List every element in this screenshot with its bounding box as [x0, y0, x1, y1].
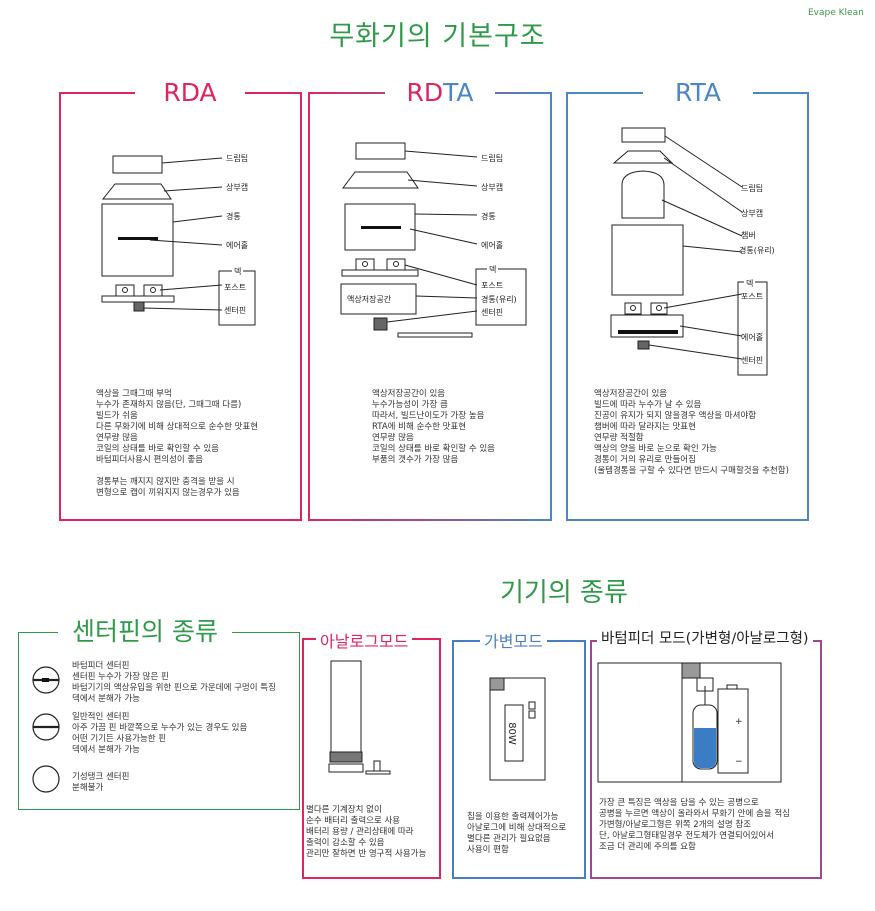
rdta-label-deck: 덱 [487, 264, 499, 275]
rdta-title-ta: TA [443, 78, 474, 107]
rdta-tank-label: 액상저장공간 [347, 295, 392, 304]
device-types-title: 기기의 종류 [500, 578, 628, 608]
rta-label-driptip: 드립팁 [741, 184, 764, 193]
rta-label-centerpin: 센터핀 [741, 356, 764, 365]
rdta-label-chimney: 경통 [481, 212, 496, 221]
rdta-label-driptip: 드립팁 [481, 154, 504, 163]
rdta-label-glass: 경통(유리) [481, 295, 517, 304]
battery-plus-icon: + [735, 717, 743, 727]
rta-label-chamber: 챔버 [741, 231, 756, 240]
rdta-panel [308, 92, 552, 521]
rta-label-post: 포스트 [741, 292, 764, 301]
rda-label-centerpin: 센터핀 [224, 306, 247, 315]
centerpin-title: 센터핀의 종류 [58, 612, 232, 648]
rdta-label-post: 포스트 [481, 281, 504, 290]
rda-description: 액상을 그때그때 부먹 누수가 존재하지 않음(단, 그때그때 다름) 빌드가 … [96, 389, 259, 498]
mech-mod-title: 아날로그모드 [316, 628, 413, 652]
rta-label-glass: 경통(유리) [739, 246, 775, 255]
rdta-label-airhole: 에어홀 [481, 241, 504, 250]
rda-label-driptip: 드립팁 [226, 154, 249, 163]
rda-label-topcap: 상부캡 [226, 183, 249, 192]
vv-mod-title: 가변모드 [480, 628, 547, 652]
centerpin-item-bottomfeeder: 바텀피더 센터핀 센터핀 누수가 가장 많은 핀 바텀기기의 액상유입을 위한 … [72, 661, 276, 704]
rdta-label-topcap: 상부캡 [481, 183, 504, 192]
rdta-description: 액상저장공간이 있음 누수가능성이 가장 큼 따라서, 빌드난이도가 가장 높음… [372, 389, 495, 465]
rdta-label-centerpin: 센터핀 [481, 308, 504, 317]
rta-label-airhole: 에어홀 [741, 333, 764, 342]
mech-mod-description: 별다른 기계장치 없이 순수 배터리 출력으로 사용 배터리 용량 / 관리상태… [306, 805, 427, 859]
page-title: 무화기의 기본구조 [329, 21, 546, 52]
rda-label-airhole: 에어홀 [226, 241, 249, 250]
rta-description: 액상저장공간이 있음 빌드에 따라 누수가 날 수 있음 진공이 유지가 되지 … [594, 389, 789, 476]
bf-mod-title: 바텀피더 모드(가변형/아날로그형) [597, 627, 813, 648]
battery-minus-icon: − [735, 757, 743, 767]
rta-title: RTA [643, 78, 753, 107]
rta-label-topcap: 상부캡 [741, 209, 764, 218]
bf-mod-description: 가장 큰 특징은 액상을 담을 수 있는 공병으로 공병을 누르면 액상이 올라… [599, 798, 790, 852]
rda-title: RDA [135, 78, 245, 107]
rda-label-chimney: 경통 [226, 212, 241, 221]
rta-label-deck: 덱 [744, 278, 756, 289]
rdta-title: RDTA [385, 78, 495, 107]
rda-label-post: 포스트 [224, 283, 247, 292]
rda-label-deck: 덱 [232, 266, 244, 277]
centerpin-item-standard: 일반적인 센터핀 아주 가끔 핀 바깥쪽으로 누수가 있는 경우도 있음 어떤 … [72, 712, 248, 755]
rdta-title-rd: RD [406, 78, 444, 107]
vv-mod-description: 칩을 이용한 출력제어가능 아날로그에 비해 상대적으로 별다른 관리가 필요없… [467, 812, 567, 855]
brand-label: Evape Klean [808, 8, 864, 18]
centerpin-item-prebuilt: 기성탱크 센터핀 분해불가 [72, 772, 130, 793]
